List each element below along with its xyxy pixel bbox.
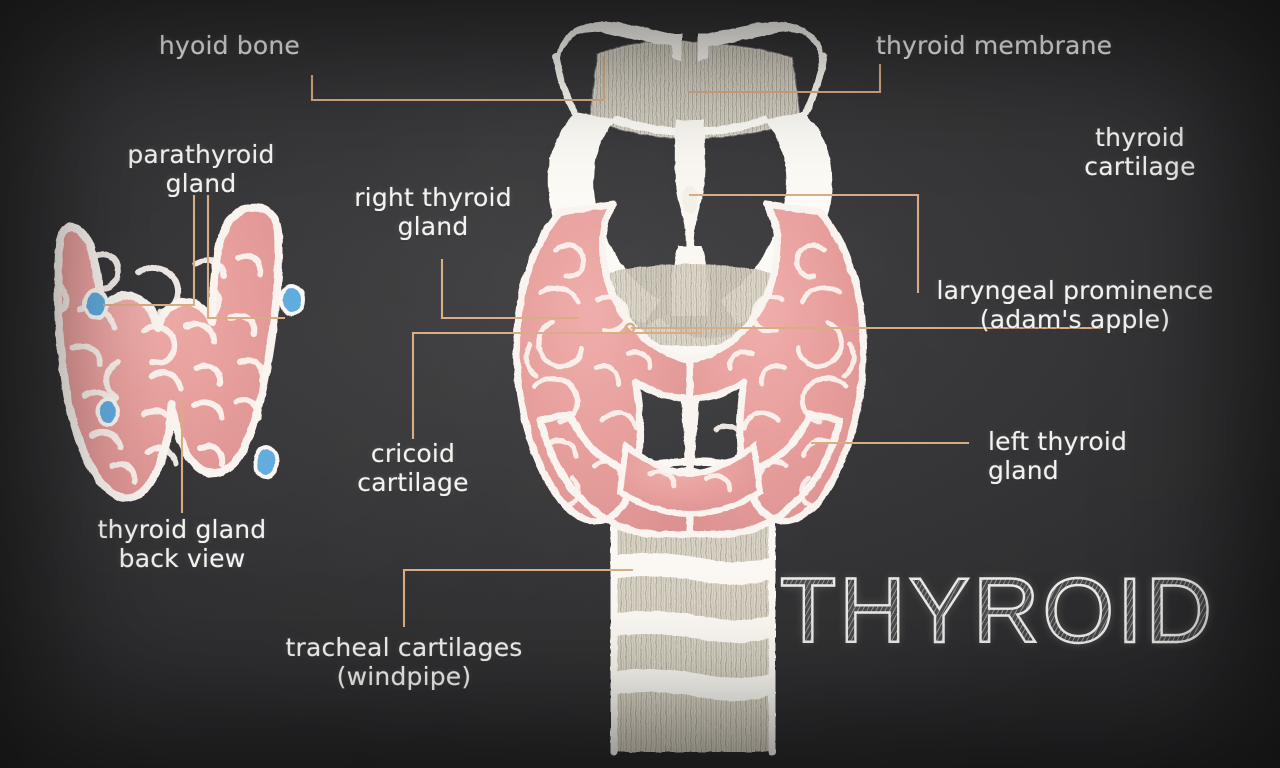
label-hyoid-bone: hyoid bone (158, 31, 300, 60)
left-thyroid-lobe (686, 200, 867, 538)
leader-parathyroid-left (102, 194, 196, 307)
thyroid-gland-back-view (54, 203, 305, 502)
label-cricoid-cartilage: cricoid cartilage (357, 439, 469, 497)
larynx-assembly (513, 21, 867, 756)
laryngeal-prominence (674, 120, 706, 248)
leader-right-thyroid-gland (440, 258, 580, 320)
leader-parathyroid-right (206, 194, 286, 320)
label-laryngeal-prominence: laryngeal prominence (adam's apple) (936, 276, 1214, 334)
label-thyroid-membrane: thyroid membrane (876, 31, 1113, 60)
label-thyroid-cartilage: thyroid cartilage (1084, 123, 1196, 181)
label-tracheal-cartilages: tracheal cartilages (windpipe) (285, 633, 523, 691)
hyoid-bone (552, 21, 828, 116)
leader-thyroid-membrane (688, 63, 882, 94)
leader-hyoid-bone (310, 55, 606, 102)
label-parathyroid-gland: parathyroid gland (127, 140, 275, 198)
leader-cricoid-cartilage (411, 331, 702, 440)
parathyroid-gland-lower-right (253, 445, 279, 479)
leader-laryngeal-prominence (688, 193, 920, 294)
label-right-thyroid-gland: right thyroid gland (354, 183, 512, 241)
parathyroid-gland-upper-right (279, 284, 305, 316)
thyroid-isthmus (616, 440, 764, 518)
leader-lines (102, 55, 1102, 628)
parathyroid-gland-lower-left (96, 397, 120, 427)
label-thyroid-gland-back-view: thyroid gland back view (97, 515, 267, 573)
label-left-thyroid-gland: left thyroid gland (988, 427, 1128, 485)
page-title: THYROID (779, 560, 1215, 662)
leader-tracheal-cartilages (402, 568, 634, 628)
